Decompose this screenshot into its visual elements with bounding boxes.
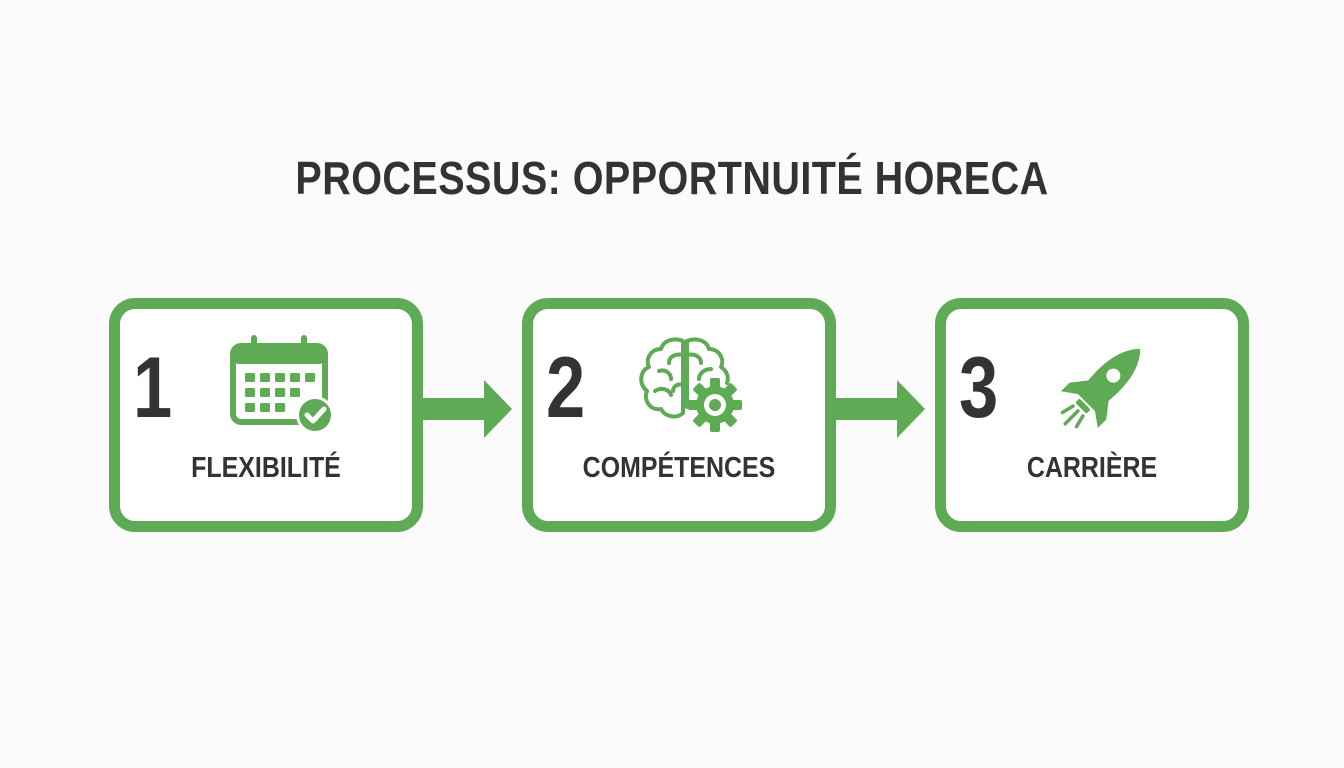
step-number: 1 xyxy=(133,340,173,436)
rocket-icon xyxy=(1060,348,1141,429)
step-box-2: 2 xyxy=(522,298,836,532)
diagram-title: PROCESSUS: OPPORTNUITÉ HORECA xyxy=(295,152,1049,204)
step-label: FLEXIBILITÉ xyxy=(191,452,341,484)
step-label: CARRIÈRE xyxy=(1026,452,1158,484)
step-label: COMPÉTENCES xyxy=(582,452,776,484)
calendar-check-icon xyxy=(230,335,334,434)
step-box-1: 1 FLEXIBILITÉ xyxy=(109,298,423,532)
step-number: 3 xyxy=(959,340,999,436)
step-box-3: 3 CARRIÈRE xyxy=(935,298,1249,532)
arrow-right-icon xyxy=(825,380,925,438)
brain-gear-icon xyxy=(639,337,742,432)
arrow-right-icon xyxy=(412,380,512,438)
step-number: 2 xyxy=(546,340,586,436)
